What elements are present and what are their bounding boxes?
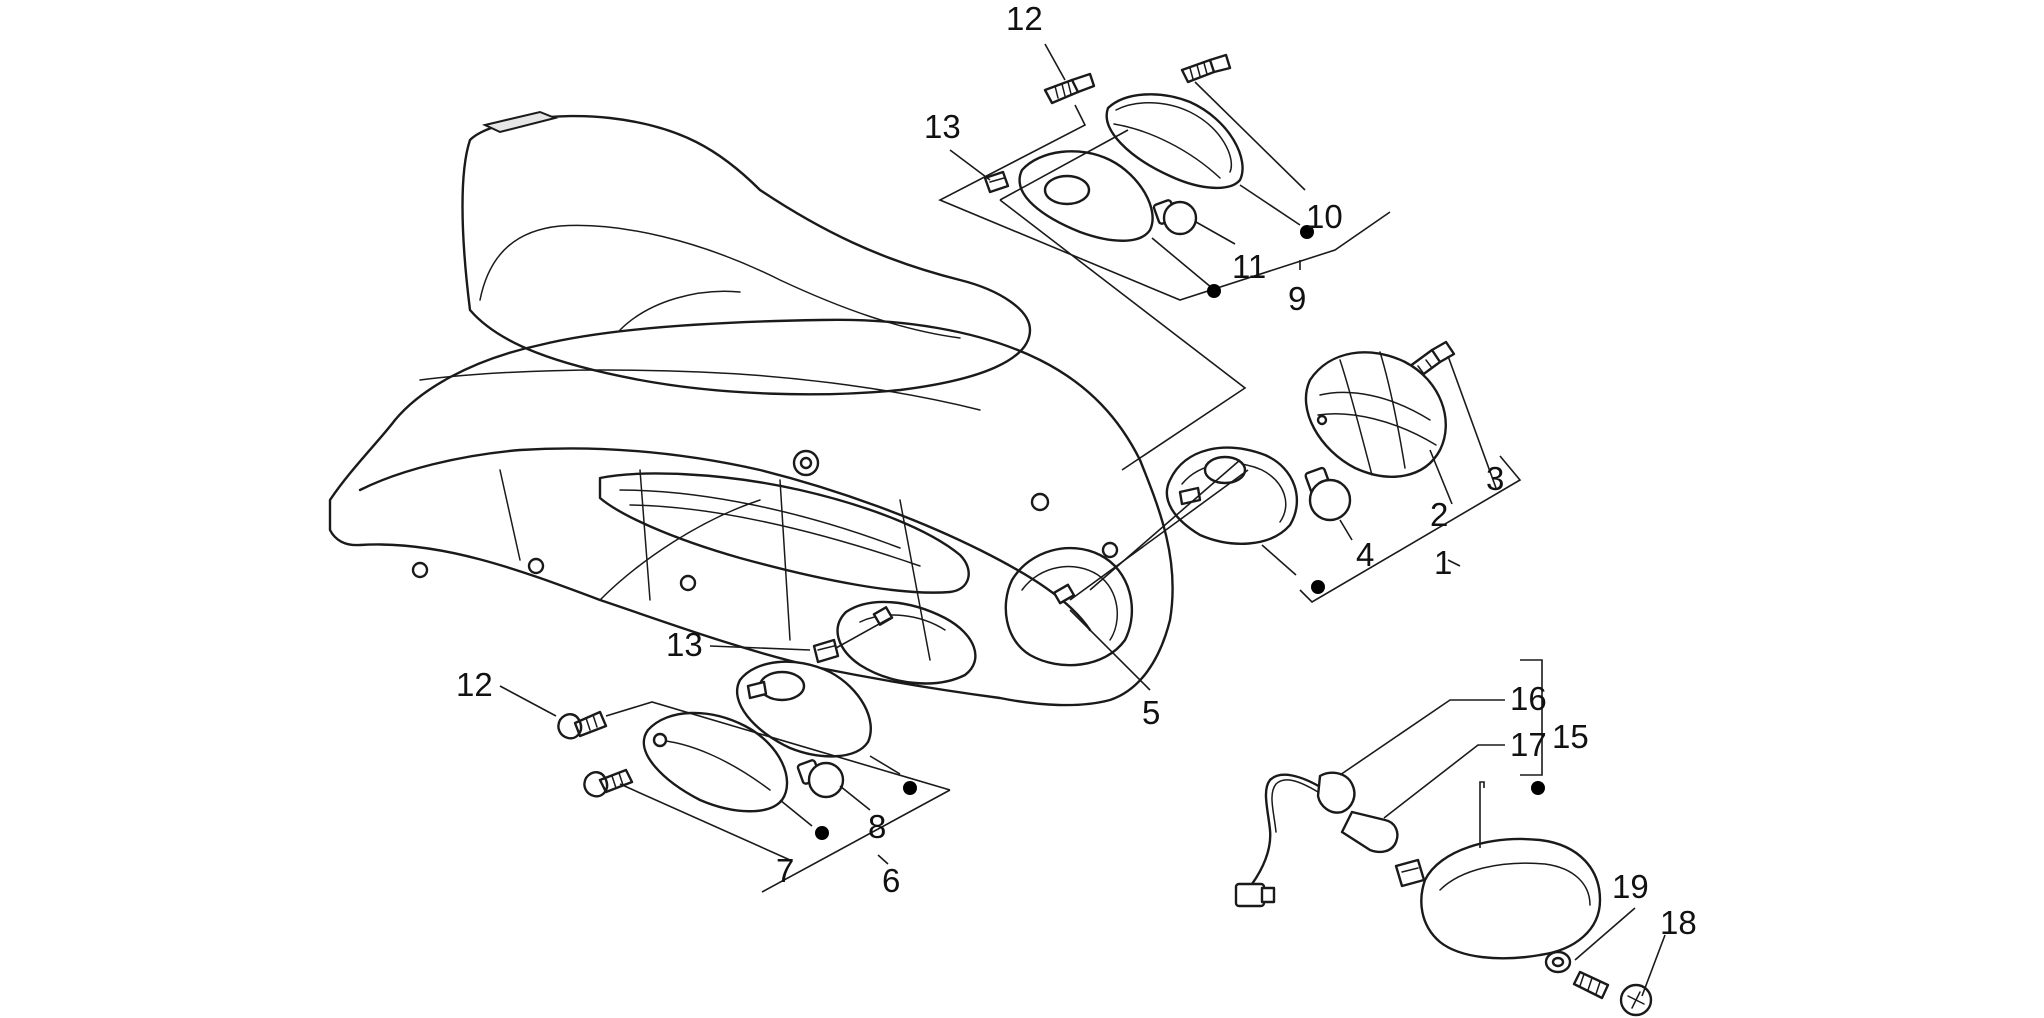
assembly-15 [1234, 771, 1653, 1017]
marker-dot [815, 826, 829, 840]
bulb-4 [1304, 466, 1352, 522]
marker-dots [815, 225, 1545, 840]
marker-dot [1311, 580, 1325, 594]
bulb-8 [796, 759, 845, 799]
screw-12-lower [557, 710, 608, 740]
callout-13-lower: 13 [666, 626, 703, 663]
assembly-1 [1165, 340, 1456, 545]
washer-19 [1544, 950, 1572, 974]
callout-13-top: 13 [924, 108, 961, 145]
marker-dot [903, 781, 917, 795]
screw-10 [1180, 53, 1232, 84]
bulb-11 [1152, 199, 1198, 236]
assembly-9 [983, 53, 1244, 242]
callout-9: 9 [1288, 280, 1306, 317]
callout-16: 16 [1510, 680, 1547, 717]
front-shield [328, 110, 1174, 707]
leader-lines [499, 43, 1666, 997]
callout-4: 4 [1356, 536, 1374, 573]
callout-17: 17 [1510, 726, 1547, 763]
callout-12-lower: 12 [456, 666, 493, 703]
marker-dot [1300, 225, 1314, 239]
callout-19: 19 [1612, 868, 1649, 905]
assembly-6 [557, 638, 872, 813]
bulb-17 [1340, 810, 1399, 854]
callout-1: 1 [1434, 544, 1452, 581]
callout-6: 6 [882, 862, 900, 899]
screw-12-top [1043, 72, 1096, 105]
callout-10: 10 [1306, 198, 1343, 235]
callout-18: 18 [1660, 904, 1697, 941]
callout-3: 3 [1486, 460, 1504, 497]
screw-18 [1572, 970, 1653, 1017]
callout-8: 8 [868, 808, 886, 845]
callout-5: 5 [1142, 694, 1160, 731]
callout-labels: 1 2 3 4 5 6 7 8 9 10 11 12 12 13 13 15 1… [456, 0, 1697, 941]
callout-12-top: 12 [1006, 0, 1043, 37]
callout-15: 15 [1552, 718, 1589, 755]
callout-7: 7 [776, 852, 794, 889]
callout-11: 11 [1232, 248, 1266, 285]
callout-2: 2 [1430, 496, 1448, 533]
marker-dot [1531, 781, 1545, 795]
screw-7 [583, 768, 634, 798]
marker-dot [1207, 284, 1221, 298]
